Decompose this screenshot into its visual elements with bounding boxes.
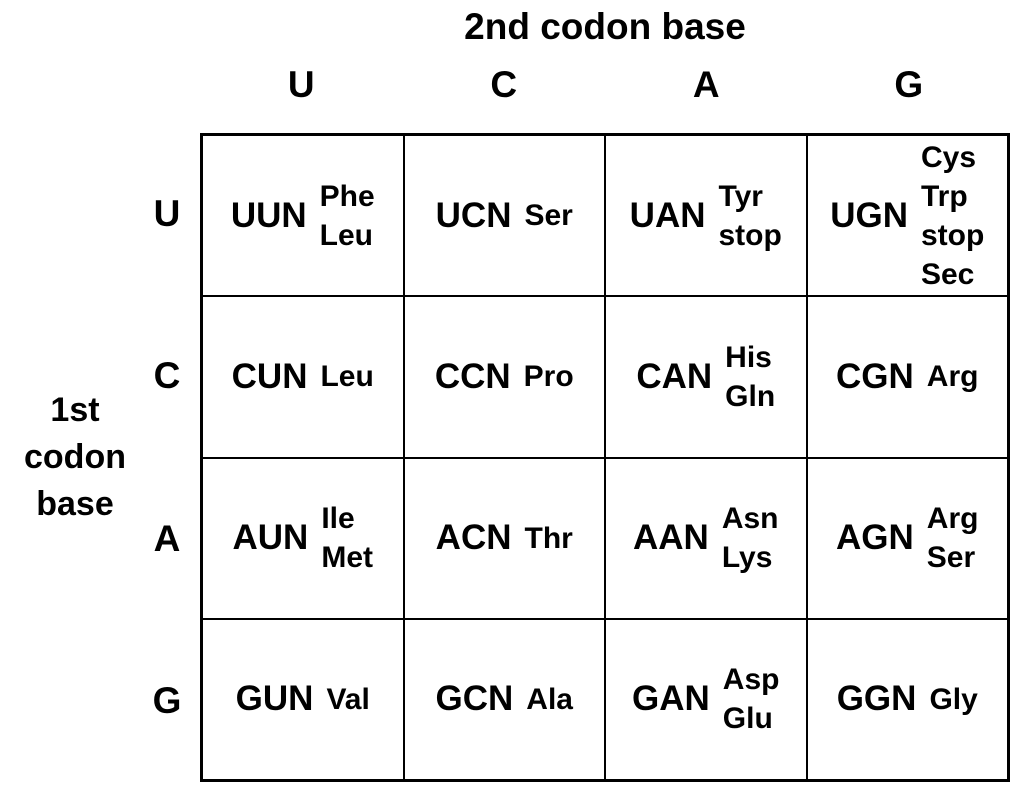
cell-acn: ACN Thr xyxy=(404,458,604,618)
cell-ugn: UGN Cys Trp stop Sec xyxy=(807,136,1007,296)
codon-label: AUN xyxy=(232,518,309,558)
amino-list: Ile Met xyxy=(321,499,373,577)
col-header-c: C xyxy=(490,64,518,105)
amino-list: Asn Lys xyxy=(722,499,779,577)
amino-acid: stop xyxy=(920,218,985,252)
col-header-g: G xyxy=(894,64,924,105)
amino-list: Ser xyxy=(524,196,572,235)
cell-uun: UUN Phe Leu xyxy=(203,136,403,296)
cell-cun: CUN Leu xyxy=(203,297,403,457)
codon-table: UUN Phe Leu UCN Ser UAN Tyr stop UGN Cys… xyxy=(200,133,1010,782)
row-axis-title-line-2: codon xyxy=(24,438,126,476)
cell-cgn: CGN Arg xyxy=(807,297,1007,457)
codon-label: AGN xyxy=(836,518,914,558)
row-header-a: A xyxy=(153,517,181,559)
codon-label: AAN xyxy=(632,518,709,558)
cell-agn: AGN Arg Ser xyxy=(807,458,1007,618)
amino-list: Leu xyxy=(320,357,373,396)
cell-gcn: GCN Ala xyxy=(404,619,604,779)
amino-acid: Gln xyxy=(725,379,776,413)
amino-list: Tyr stop xyxy=(719,177,782,255)
cell-aan: AAN Asn Lys xyxy=(606,458,806,618)
amino-acid: Ala xyxy=(526,682,573,716)
row-axis-title-line-1: 1st xyxy=(50,391,100,429)
amino-list: Asp Glu xyxy=(723,660,780,738)
amino-acid: Arg xyxy=(926,360,979,394)
amino-list: Phe Leu xyxy=(320,177,375,255)
amino-acid: Arg xyxy=(926,502,979,536)
amino-acid: Pro xyxy=(523,360,574,394)
amino-list: His Gln xyxy=(725,338,775,416)
cell-ucn: UCN Ser xyxy=(404,136,604,296)
codon-label: UGN xyxy=(830,195,908,235)
row-header-c: C xyxy=(153,355,181,397)
codon-label: GAN xyxy=(632,679,710,719)
cell-can: CAN His Gln xyxy=(606,297,806,457)
amino-acid: stop xyxy=(718,218,782,252)
codon-label: CAN xyxy=(636,356,713,396)
amino-acid: Phe xyxy=(319,179,375,213)
cell-uan: UAN Tyr stop xyxy=(606,136,806,296)
amino-acid: Leu xyxy=(319,218,373,252)
codon-label: CUN xyxy=(231,356,308,396)
amino-list: Cys Trp stop Sec xyxy=(921,138,984,294)
amino-acid: Tyr xyxy=(718,179,763,213)
amino-acid: Gly xyxy=(929,682,978,716)
col-header-a: A xyxy=(692,64,720,105)
amino-list: Pro xyxy=(524,357,574,396)
amino-list: Thr xyxy=(525,519,573,558)
column-headers: U C A G xyxy=(200,64,1010,106)
codon-label: CGN xyxy=(836,356,914,396)
codon-label: CCN xyxy=(434,356,511,396)
codon-label: UAN xyxy=(629,195,706,235)
codon-label: UUN xyxy=(230,195,307,235)
amino-acid: Cys xyxy=(920,140,977,174)
amino-acid: Asn xyxy=(721,502,779,536)
col-header-u: U xyxy=(287,64,315,105)
amino-list: Val xyxy=(326,680,369,719)
row-headers: U C A G xyxy=(138,133,196,782)
amino-acid: Leu xyxy=(320,360,374,394)
row-axis-title: 1st codon base xyxy=(0,133,150,782)
codon-label: GGN xyxy=(836,679,917,719)
amino-acid: Asp xyxy=(722,663,780,697)
amino-acid: Glu xyxy=(722,702,773,736)
row-header-u: U xyxy=(153,193,181,235)
amino-acid: His xyxy=(725,340,772,374)
amino-acid: Ser xyxy=(524,199,573,233)
cell-ccn: CCN Pro xyxy=(404,297,604,457)
codon-label: GUN xyxy=(235,679,314,719)
amino-acid: Ile xyxy=(321,502,355,536)
amino-list: Arg Ser xyxy=(927,499,979,577)
column-axis-title: 2nd codon base xyxy=(464,6,746,47)
codon-label: UCN xyxy=(435,195,512,235)
amino-acid: Sec xyxy=(920,257,975,291)
cell-ggn: GGN Gly xyxy=(807,619,1007,779)
codon-label: GCN xyxy=(435,679,514,719)
amino-acid: Met xyxy=(321,541,373,575)
cell-aun: AUN Ile Met xyxy=(203,458,403,618)
amino-list: Gly xyxy=(929,680,977,719)
amino-acid: Thr xyxy=(524,521,573,555)
codon-label: ACN xyxy=(435,518,512,558)
amino-list: Ala xyxy=(526,680,573,719)
amino-list: Arg xyxy=(927,357,979,396)
amino-acid: Lys xyxy=(721,541,773,575)
amino-acid: Trp xyxy=(920,179,968,213)
cell-gun: GUN Val xyxy=(203,619,403,779)
row-header-g: G xyxy=(152,679,182,721)
row-axis-title-line-3: base xyxy=(36,485,114,523)
amino-acid: Ser xyxy=(926,541,976,575)
cell-gan: GAN Asp Glu xyxy=(606,619,806,779)
amino-acid: Val xyxy=(326,682,370,716)
